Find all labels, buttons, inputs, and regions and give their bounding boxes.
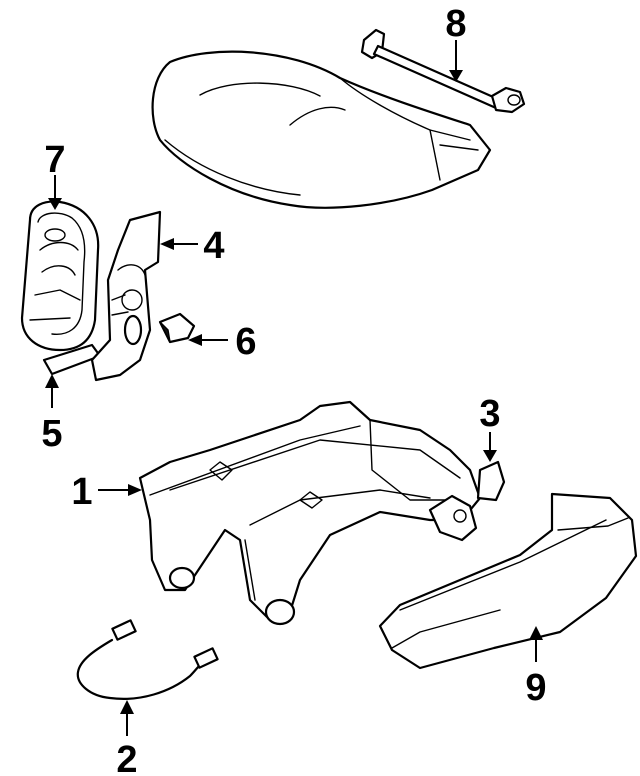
callout-1: 1	[71, 471, 92, 513]
part-7-side-cover	[20, 200, 100, 352]
part-8-support-rod	[360, 28, 526, 114]
seat-cushion	[151, 50, 492, 209]
callout-9: 9	[525, 667, 546, 709]
part-6-clip	[158, 312, 196, 344]
callout-7: 7	[44, 139, 65, 181]
callout-8: 8	[445, 3, 466, 45]
part-4-recliner	[90, 210, 162, 382]
part-3-latch	[428, 460, 506, 542]
callout-6: 6	[235, 321, 256, 363]
callout-5: 5	[41, 413, 62, 455]
part-2-wire-harness	[76, 619, 219, 700]
part-1-seat-frame	[138, 400, 482, 626]
callout-2: 2	[116, 739, 137, 776]
part-9-trim-panel	[378, 492, 638, 670]
callout-4: 4	[203, 225, 224, 267]
callout-labels: 8 7 4 6 5 3 1 2 9	[41, 3, 546, 776]
callout-3: 3	[479, 393, 500, 435]
leader-lines	[45, 40, 543, 736]
